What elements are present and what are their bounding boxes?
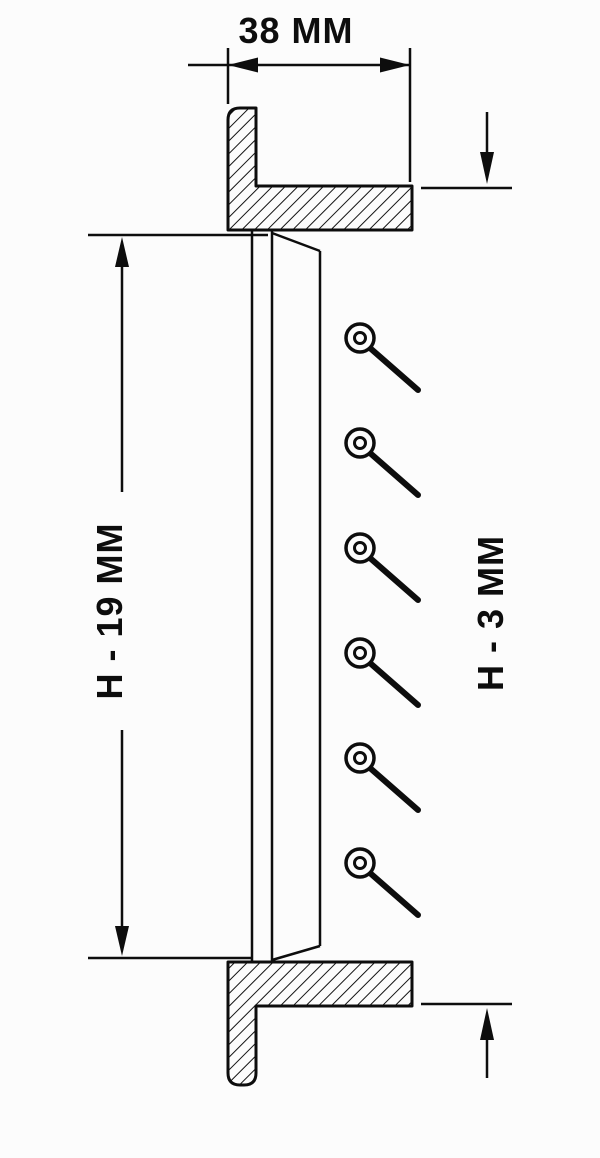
- bottom-frame-profile: [226, 960, 414, 1087]
- fastener-ring-inner: [353, 436, 367, 450]
- arrowhead-right: [380, 57, 410, 73]
- arrowhead-down: [480, 152, 494, 184]
- arrowhead-down: [115, 926, 129, 956]
- fastener-ring-outer: [344, 637, 376, 669]
- fastener-lever: [367, 345, 421, 393]
- fastener-ring-outer: [344, 427, 376, 459]
- fastener-pin: [344, 427, 421, 498]
- fastener-ring-inner: [353, 541, 367, 555]
- left-height-dim-label: H - 19 MM: [89, 522, 130, 699]
- fastener-ring-outer: [344, 742, 376, 774]
- width-dim-label: 38 MM: [238, 10, 353, 51]
- louver-blade: [250, 230, 322, 962]
- arrowhead-up: [115, 237, 129, 267]
- fastener-pin: [344, 322, 421, 393]
- fastener-group: [344, 322, 421, 918]
- fastener-ring-inner: [353, 646, 367, 660]
- fastener-lever: [367, 660, 421, 708]
- fastener-ring-outer: [344, 532, 376, 564]
- fastener-ring-inner: [353, 856, 367, 870]
- top-frame-profile: [226, 106, 414, 232]
- arrowhead-up: [480, 1008, 494, 1040]
- fastener-lever: [367, 765, 421, 813]
- fastener-ring-outer: [344, 847, 376, 879]
- fastener-pin: [344, 742, 421, 813]
- right-height-dimension: H - 3 MM: [421, 112, 512, 1078]
- fastener-ring-inner: [353, 751, 367, 765]
- fastener-lever: [367, 870, 421, 918]
- fastener-lever: [367, 555, 421, 603]
- right-height-dim-label: H - 3 MM: [470, 535, 511, 691]
- fastener-ring-inner: [353, 331, 367, 345]
- fastener-pin: [344, 847, 421, 918]
- width-dimension: 38 MM: [188, 10, 412, 182]
- fastener-pin: [344, 637, 421, 708]
- fastener-lever: [367, 450, 421, 498]
- left-height-dimension: H - 19 MM: [88, 233, 268, 960]
- fastener-ring-outer: [344, 322, 376, 354]
- arrowhead-left: [228, 57, 258, 73]
- fastener-pin: [344, 532, 421, 603]
